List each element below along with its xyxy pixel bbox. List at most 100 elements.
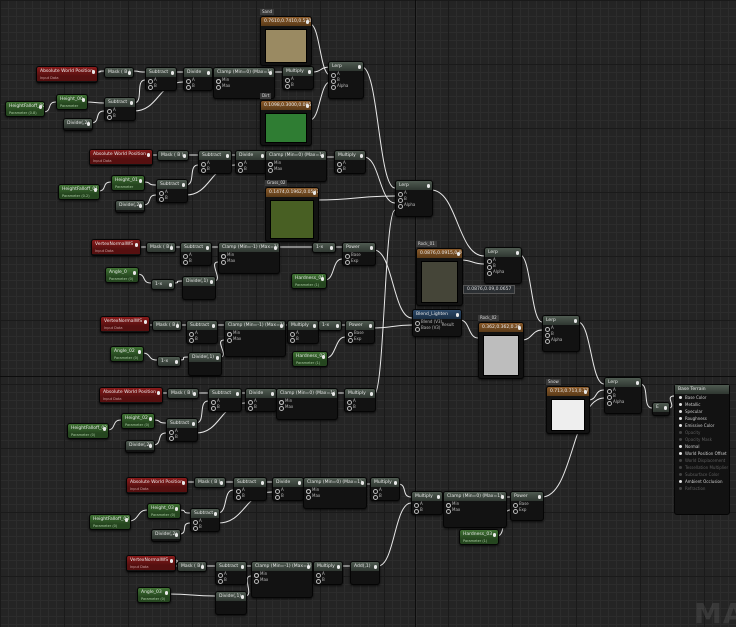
output-pin[interactable]: [583, 390, 587, 394]
input-pin[interactable]: B: [157, 195, 187, 202]
input-pin[interactable]: B: [105, 113, 135, 120]
output-pin[interactable]: [148, 417, 152, 421]
output-pin[interactable]: [219, 481, 223, 485]
output-pin[interactable]: [635, 381, 639, 385]
input-pin[interactable]: B: [485, 263, 521, 270]
output-pin[interactable]: [260, 481, 264, 485]
material-output-pin[interactable]: Emissive Color: [675, 422, 729, 429]
output-pin[interactable]: [38, 105, 42, 109]
output-pin[interactable]: [174, 533, 178, 537]
node-div3[interactable]: Divide(,1): [182, 276, 216, 300]
output-pin[interactable]: [426, 184, 430, 188]
input-pin[interactable]: Blend (V3): [413, 319, 461, 326]
material-output-pin[interactable]: Opacity: [675, 429, 729, 436]
input-pin[interactable]: B: [371, 493, 399, 500]
material-output-pin[interactable]: Refraction: [675, 485, 729, 492]
node-mask5[interactable]: Mask ( B ): [167, 388, 199, 399]
output-pin[interactable]: [102, 427, 106, 431]
output-pin[interactable]: [209, 280, 213, 284]
input-pin[interactable]: Exp: [346, 336, 374, 343]
output-pin[interactable]: [273, 246, 277, 250]
input-pin[interactable]: Max: [304, 493, 366, 500]
input-pin[interactable]: Min: [214, 77, 274, 84]
node-one3[interactable]: 1-x: [312, 242, 336, 253]
input-pin[interactable]: B: [335, 166, 365, 173]
input-pin[interactable]: A: [314, 571, 342, 578]
output-pin[interactable]: [91, 70, 95, 74]
input-pin[interactable]: B: [234, 493, 266, 500]
input-pin[interactable]: B: [209, 404, 241, 411]
input-pin[interactable]: A: [187, 330, 217, 337]
output-pin[interactable]: [369, 246, 373, 250]
input-pin[interactable]: A: [396, 190, 432, 197]
output-pin[interactable]: [573, 319, 577, 323]
input-pin[interactable]: B: [329, 77, 363, 84]
input-pin[interactable]: Max: [444, 507, 506, 514]
node-onem3[interactable]: 1-x: [151, 279, 175, 290]
input-pin[interactable]: A: [181, 252, 211, 259]
output-pin[interactable]: [169, 559, 173, 563]
output-pin[interactable]: [127, 71, 131, 75]
node-snow[interactable]: 0.713,0.713,0.77: [546, 386, 590, 434]
output-pin[interactable]: [206, 71, 210, 75]
output-pin[interactable]: [500, 495, 504, 499]
output-pin[interactable]: [124, 518, 128, 522]
input-pin[interactable]: Alpha: [329, 83, 363, 90]
output-pin[interactable]: [235, 392, 239, 396]
output-pin[interactable]: [138, 179, 142, 183]
output-pin[interactable]: [270, 392, 274, 396]
output-pin[interactable]: [321, 355, 325, 359]
input-pin[interactable]: A: [199, 160, 231, 167]
output-pin[interactable]: [260, 154, 264, 158]
output-pin[interactable]: [181, 481, 185, 485]
output-pin[interactable]: [492, 533, 496, 537]
node-dirt[interactable]: 0.1098,0.3000,0.0850: [260, 100, 312, 146]
input-pin[interactable]: Max: [225, 336, 285, 343]
material-output-pin[interactable]: Roughness: [675, 415, 729, 422]
output-pin[interactable]: [200, 565, 204, 569]
input-pin[interactable]: Min: [252, 571, 312, 578]
material-output-pin[interactable]: Base Color: [675, 394, 729, 401]
output-pin[interactable]: [312, 324, 316, 328]
output-pin[interactable]: [164, 591, 168, 595]
node-mask4[interactable]: Mask ( B ): [152, 320, 182, 331]
input-pin[interactable]: A: [485, 257, 521, 264]
input-pin[interactable]: B: [345, 404, 375, 411]
output-pin[interactable]: [436, 495, 440, 499]
input-pin[interactable]: Base: [343, 252, 375, 259]
input-pin[interactable]: Min: [444, 501, 506, 508]
input-pin[interactable]: Alpha: [605, 399, 641, 406]
input-pin[interactable]: A: [146, 77, 176, 84]
input-pin[interactable]: Max: [219, 258, 279, 265]
input-pin[interactable]: B: [543, 331, 579, 338]
material-output-pin[interactable]: Specular: [675, 408, 729, 415]
input-pin[interactable]: A: [209, 398, 241, 405]
material-output-pin[interactable]: Opacity Mask: [675, 436, 729, 443]
output-pin[interactable]: [182, 154, 186, 158]
input-pin[interactable]: A: [234, 487, 266, 494]
